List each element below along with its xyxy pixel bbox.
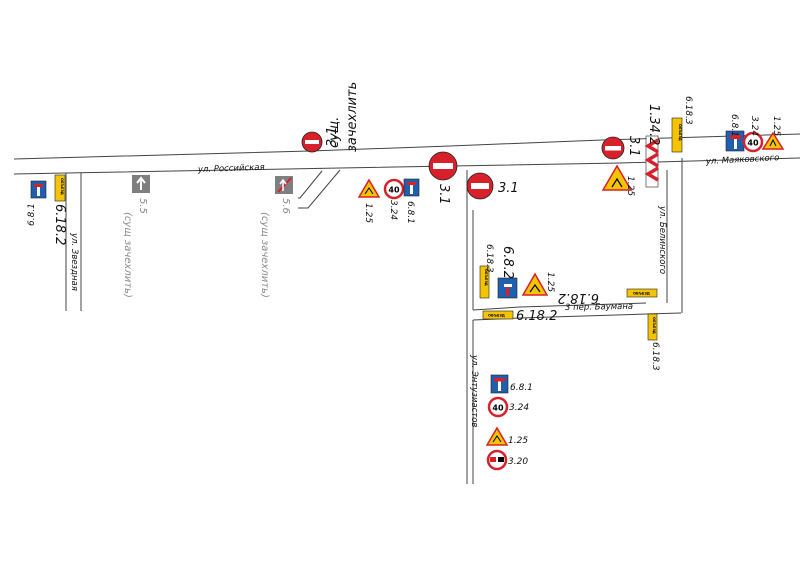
label-5-6: 5.6 xyxy=(280,198,291,214)
label-1-25-bottom: 1.25 xyxy=(508,436,528,446)
street-name-entuziastov: ул. Энтузиастов xyxy=(469,354,479,427)
speed-limit-sign-top-right-text: 40 xyxy=(747,139,759,148)
label-1-25-right: 1.25 xyxy=(625,176,635,196)
no-entry-sign-right xyxy=(601,136,625,160)
label-3-1-top: 3.1 xyxy=(325,126,340,147)
detour-sign-horizontal-mid: ОБЪЕЗД xyxy=(482,310,514,320)
road-rossiyskaya-south-edge xyxy=(13,157,800,175)
dead-end-sign-left xyxy=(30,180,47,199)
label-6-18-2-mid: 6.18.2 xyxy=(516,309,557,324)
end-one-way-sign-grey xyxy=(275,176,293,194)
label-3-20-bottom: 3.20 xyxy=(508,457,528,467)
no-overtaking-sign-bottom xyxy=(486,449,508,471)
no-entry-sign-center xyxy=(428,151,458,181)
street-name-belinskogo: ул. Белинского xyxy=(657,205,667,274)
label-6-8-1-bottom: 6.8.1 xyxy=(510,383,533,393)
label-6-18-3-mid: 6.18.3 xyxy=(484,244,494,273)
speed-limit-sign-bottom-text: 40 xyxy=(492,404,504,413)
label-6-8-1-center: 6.8.1 xyxy=(405,201,415,224)
roadworks-sign-top-right xyxy=(761,131,785,150)
label-3-24-bottom: 3.24 xyxy=(509,403,529,413)
detour-sign-mid-text: ОБЪЕЗД xyxy=(484,269,488,286)
dead-end-sign-bottom xyxy=(490,374,509,394)
speed-limit-sign-top-right: 40 xyxy=(742,131,764,153)
detour-sign-left-text: ОБЪЕЗД xyxy=(60,178,64,195)
roadworks-sign-mid xyxy=(521,272,549,296)
label-3-1-right: 3.1 xyxy=(626,136,641,157)
chevron-board-sign xyxy=(644,135,659,188)
label-1-25-center: 1.25 xyxy=(363,203,373,223)
detour-sign-right-lower-text: ОБЪЕЗД xyxy=(652,317,656,334)
roadworks-sign-bottom xyxy=(485,426,509,446)
dead-end-sign-top-right xyxy=(725,130,745,152)
label-3-24-center: 3.24 xyxy=(388,200,398,220)
label-6-18-3-right: 6.18.3 xyxy=(650,342,660,371)
street-name-baumana: 3 пер. Баумана xyxy=(565,302,633,313)
street-name-rossiyskaya: ул. Российская xyxy=(197,163,265,175)
label-6-18-2-right: 6.18.2 xyxy=(558,290,599,305)
detour-sign-horizontal-right: ОБЪЕЗД xyxy=(626,288,658,298)
label-5-5-note: (сущ зачехлить) xyxy=(122,212,133,298)
no-entry-sign-entuziastov xyxy=(466,172,494,200)
label-1-25-top-right: 1.25 xyxy=(771,116,781,136)
label-1-25-mid: 1.25 xyxy=(545,272,555,292)
detour-sign-right-lower: ОБЪЕЗД xyxy=(647,313,658,341)
no-entry-sign-top xyxy=(301,131,323,153)
one-way-sign-grey xyxy=(132,175,150,193)
label-3-1-top-note-2: зачехлить xyxy=(345,82,360,152)
road-rossiyskaya-north-edge xyxy=(13,133,800,160)
road-branch-upper xyxy=(298,169,341,209)
speed-limit-sign-center-text: 40 xyxy=(388,186,400,195)
label-6-8-1-left: 6.8.1 xyxy=(27,203,37,226)
label-3-1-center: 3.1 xyxy=(436,184,451,205)
detour-sign-horizontal-right-text: ОБЪЕЗД xyxy=(633,292,650,296)
speed-limit-sign-center: 40 xyxy=(383,178,405,200)
street-name-zvezdnaya: ул. Звездная xyxy=(69,232,79,291)
road-branch-lower xyxy=(298,170,323,199)
detour-sign-top-text: ОБЪЕЗД xyxy=(678,124,682,141)
label-1-34-2: 1.34.2 xyxy=(646,104,661,145)
label-3-1-second: 3.1 xyxy=(498,181,519,196)
detour-sign-top: ОБЪЕЗД xyxy=(671,117,683,153)
label-5-6-note: (сущ зачехлить) xyxy=(259,212,270,298)
detour-sign-mid: ОБЪЕЗД xyxy=(479,265,490,299)
label-3-24-top-right: 3.24 xyxy=(749,116,759,136)
label-6-18-2-left: 6.18.2 xyxy=(52,204,67,245)
detour-sign-horizontal-mid-text: ОБЪЕЗД xyxy=(488,314,505,318)
label-3-1-top-note-1: сущ. xyxy=(327,117,342,148)
dead-end-sign-mid xyxy=(497,277,518,299)
detour-sign-left: ОБЪЕЗД xyxy=(54,174,66,202)
street-name-mayakovskogo: ул. Маяковского xyxy=(705,153,780,167)
roadworks-sign-center xyxy=(357,178,381,198)
label-5-5: 5.5 xyxy=(137,198,148,214)
label-6-8-1-top-right: 6.8.1 xyxy=(729,114,739,137)
roadworks-sign-right xyxy=(601,164,633,191)
dead-end-sign-center xyxy=(403,178,420,197)
label-6-18-3-top: 6.18.3 xyxy=(683,96,693,125)
label-6-8-2: 6.8.2 xyxy=(500,246,515,279)
road-baumana-north xyxy=(472,302,647,311)
speed-limit-sign-bottom: 40 xyxy=(487,396,509,418)
